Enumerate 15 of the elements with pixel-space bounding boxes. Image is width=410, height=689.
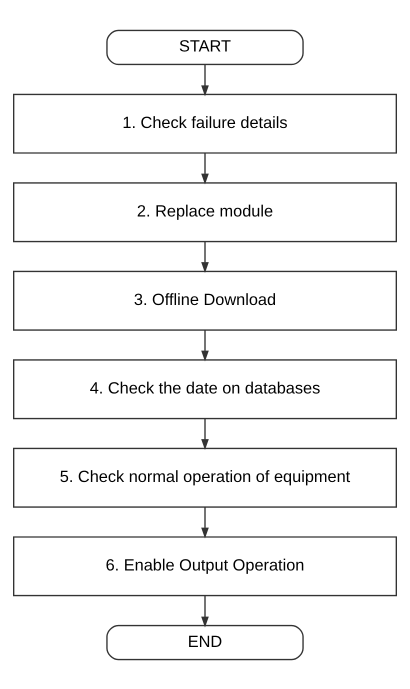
node-box: START — [106, 29, 304, 65]
arrow — [201, 152, 209, 184]
arrow — [201, 595, 209, 628]
arrow — [201, 506, 209, 538]
node-box: 1. Check failure details — [13, 93, 397, 154]
node-box: 3. Offline Download — [13, 270, 397, 330]
arrow — [201, 241, 209, 272]
arrow — [201, 418, 209, 450]
arrow — [201, 330, 209, 361]
node-box: 6. Enable Output Operation — [13, 536, 397, 596]
arrow — [201, 64, 209, 96]
node-box: END — [106, 624, 304, 660]
node-box: 5. Check normal operation of equipment — [13, 447, 397, 508]
node-box: 2. Replace module — [13, 182, 397, 242]
node-box: 4. Check the date on databases — [13, 358, 397, 419]
